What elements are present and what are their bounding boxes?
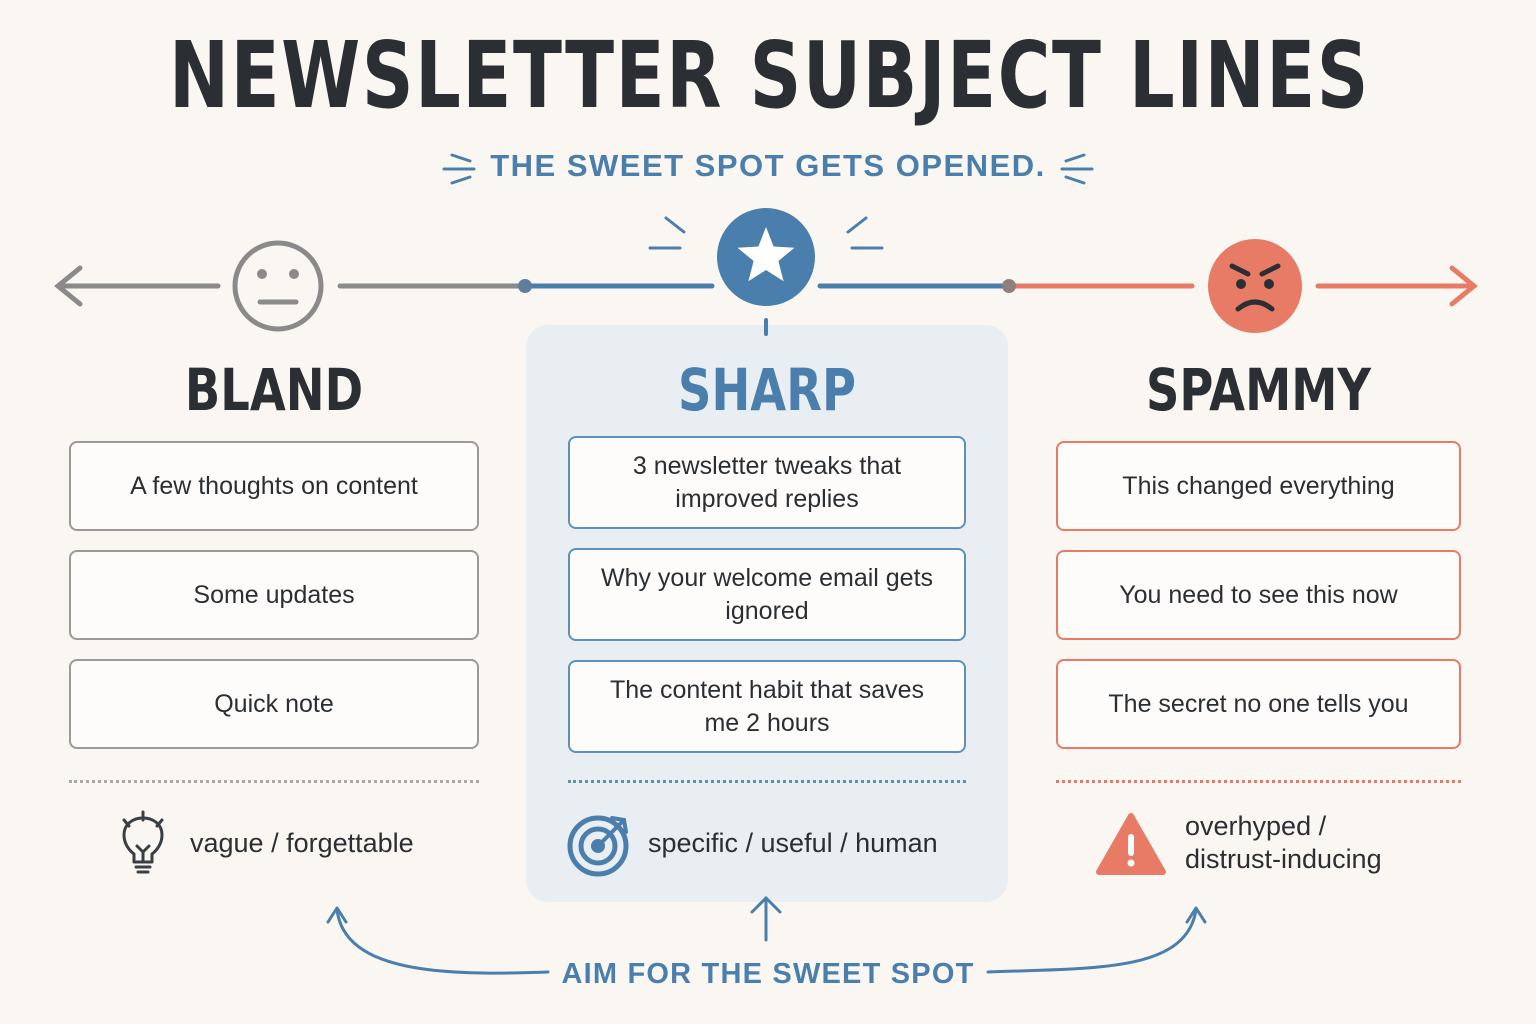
bland-example-card: Quick note — [69, 659, 479, 749]
spammy-example-card: This changed everything — [1056, 441, 1461, 531]
sharp-verdict: specific / useful / human — [648, 828, 938, 858]
bland-example-card: Some updates — [69, 550, 479, 640]
page-subtitle: THE SWEET SPOT GETS OPENED. — [490, 148, 1046, 183]
aim-label: AIM FOR THE SWEET SPOT — [561, 958, 975, 990]
subtitle-accent-right-icon — [1060, 153, 1094, 185]
spammy-divider — [1056, 780, 1461, 783]
star-icon — [648, 208, 884, 336]
scale-line-spammy — [1007, 265, 1478, 307]
footer-arrows — [326, 896, 1207, 975]
scale-line-bland — [54, 265, 527, 307]
scale-node-right — [1002, 279, 1016, 293]
sharp-divider — [568, 780, 966, 783]
spammy-example-card: The secret no one tells you — [1056, 659, 1461, 749]
spammy-verdict-line-1: overhyped / — [1185, 811, 1327, 841]
bland-example-card: A few thoughts on content — [69, 441, 479, 531]
bland-column-title: BLAND — [184, 356, 364, 424]
bland-verdict: vague / forgettable — [190, 828, 414, 858]
sharp-column-title: SHARP — [678, 356, 856, 424]
sharp-example-card: The content habit that saves me 2 hours — [568, 660, 966, 753]
sharp-example-card: 3 newsletter tweaks that improved replie… — [568, 436, 966, 529]
spammy-column-title: SPAMMY — [1145, 356, 1372, 424]
neutral-face-icon — [232, 240, 324, 332]
page-title: NEWSLETTER SUBJECT LINES — [168, 22, 1371, 129]
spammy-verdict-line-2: distrust-inducing — [1185, 844, 1382, 874]
scale-node-left — [518, 279, 532, 293]
bland-divider — [69, 780, 479, 783]
lightbulb-icon — [122, 810, 164, 874]
subtitle-accent-left-icon — [442, 153, 476, 185]
spammy-example-card: You need to see this now — [1056, 550, 1461, 640]
warning-icon — [1096, 813, 1166, 875]
sharp-example-card: Why your welcome email gets ignored — [568, 548, 966, 641]
angry-face-icon — [1208, 239, 1302, 333]
target-icon — [567, 815, 629, 877]
